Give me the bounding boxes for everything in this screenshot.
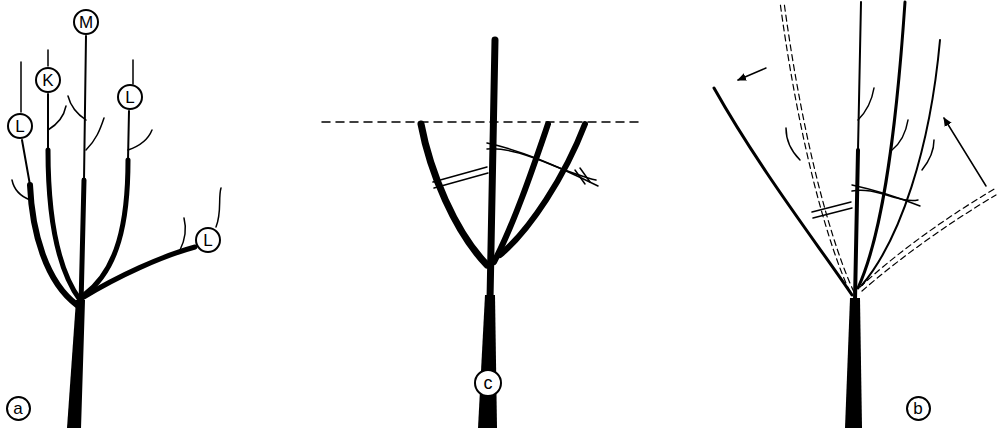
circle-label: b [906,396,931,421]
circle-label: a [6,396,31,421]
circle-letter: M [79,14,93,31]
circle-letter: L [125,89,134,106]
circle-label: L [117,84,143,110]
circle-letter: c [484,374,493,392]
circle-label: L [7,113,33,139]
circle-letter: L [203,232,212,249]
circle-label: M [73,9,99,35]
circle-label: L [195,227,221,253]
circle-letter: K [42,72,53,89]
circle-label: c [474,369,502,397]
circle-letter: a [13,400,22,417]
circle-letter: L [15,118,24,135]
circle-label: K [35,67,61,93]
circle-letter: b [913,400,922,417]
